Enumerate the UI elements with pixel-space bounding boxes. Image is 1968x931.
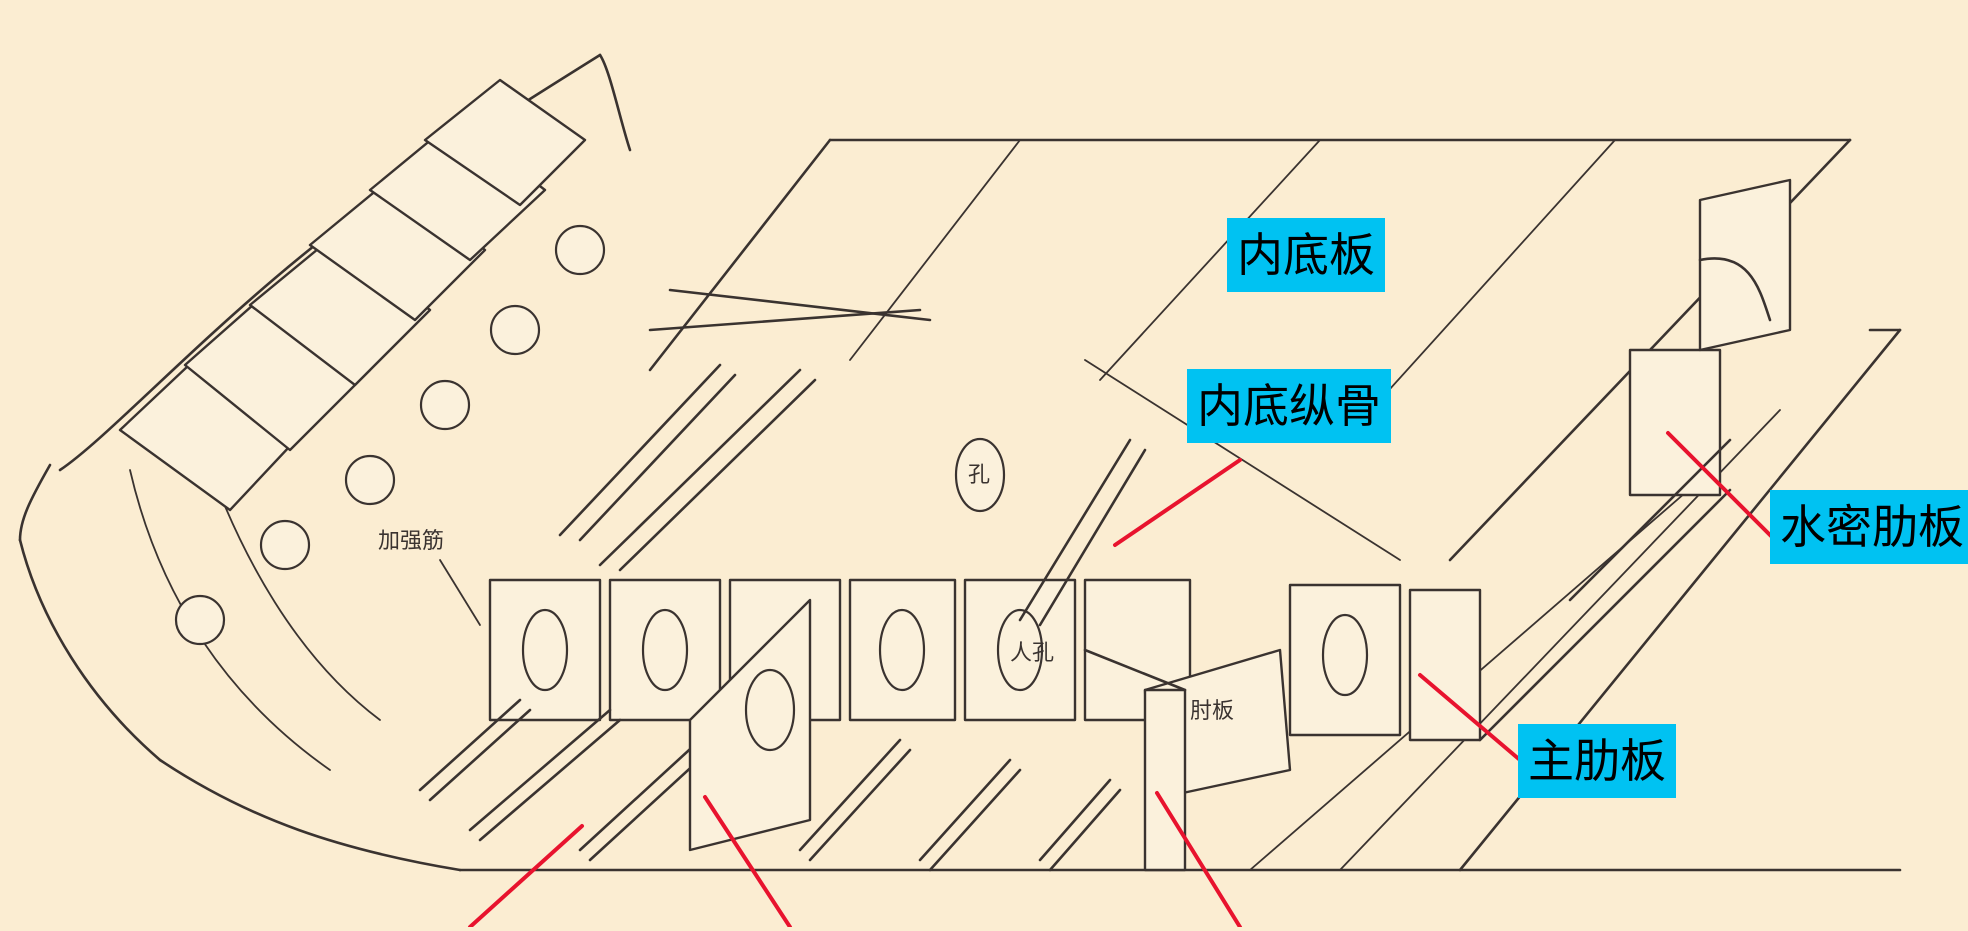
center-girder [688,598,812,852]
leader-bottom-longitudinal [468,824,584,929]
label-inner-bottom-plate: 内底板 [1227,218,1385,292]
floor-row [488,578,1482,742]
watertight-floor-drawing [1478,178,1792,742]
label-main-floor: 主肋板 [1518,724,1676,798]
leader-watertight-floor [1666,431,1777,542]
manhole-text-2: 孔 [968,463,990,488]
label-inner-bottom-longitudinal: 内底纵骨 [1187,369,1391,443]
leader-center-girder [703,795,792,929]
leader-side-girder [1155,791,1242,929]
manhole: 孔 人孔 [954,437,1054,666]
bracket-plate-text: 肘板 [1190,699,1234,724]
label-watertight-floor: 水密肋板 [1770,490,1968,564]
leader-main-floor [1418,673,1522,762]
leader-inner-bottom-longitudinal [1113,458,1242,547]
stiffener-leader [439,559,481,626]
manhole-text: 人孔 [1010,641,1054,666]
inner-bottom-longitudinals [558,288,1147,627]
bottom-longitudinals [418,698,1122,872]
stiffener-text: 加强筋 [378,529,444,554]
bilge-floors [118,78,606,646]
